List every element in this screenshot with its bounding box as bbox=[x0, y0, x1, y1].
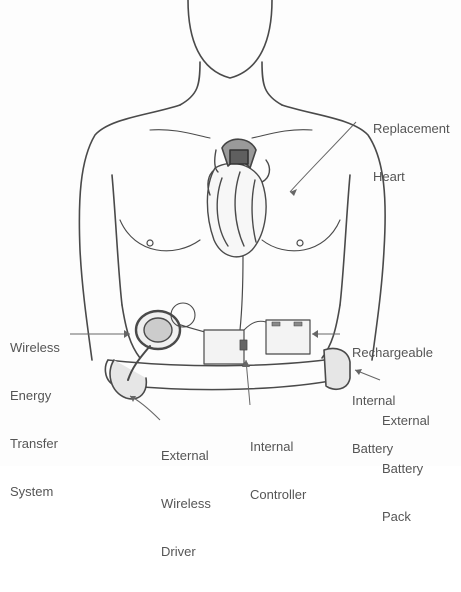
label-external-driver: External Wireless Driver bbox=[161, 416, 211, 592]
label-wireless-energy: Wireless Energy Transfer System bbox=[10, 308, 60, 532]
pec-left bbox=[120, 220, 200, 251]
internal-controller-box bbox=[204, 330, 244, 364]
left-nipple bbox=[147, 240, 153, 246]
neck-right bbox=[262, 62, 282, 105]
right-arm-inner bbox=[340, 175, 350, 305]
right-nipple bbox=[297, 240, 303, 246]
leader-replacement-heart bbox=[290, 122, 356, 192]
diagram-canvas: Replacement Heart Rechargeable Internal … bbox=[0, 0, 461, 466]
label-internal-controller: Internal Controller bbox=[250, 407, 306, 535]
collarbone-left bbox=[150, 130, 210, 138]
neck-left bbox=[180, 62, 200, 105]
left-arm-inner bbox=[112, 175, 122, 305]
leader-driver bbox=[130, 396, 160, 420]
label-replacement-heart: Replacement Heart bbox=[373, 89, 450, 217]
collarbone-right bbox=[252, 130, 312, 138]
energy-coil-inner bbox=[144, 318, 172, 342]
battery-pack bbox=[324, 349, 350, 390]
heart-device bbox=[207, 150, 269, 257]
arrow-battery bbox=[312, 330, 318, 338]
aorta-connector bbox=[222, 139, 256, 168]
energy-coil-secondary bbox=[171, 303, 195, 327]
label-external-battery: External Battery Pack bbox=[382, 381, 430, 557]
heart-cable bbox=[240, 256, 243, 330]
arrow-heart bbox=[290, 189, 297, 196]
